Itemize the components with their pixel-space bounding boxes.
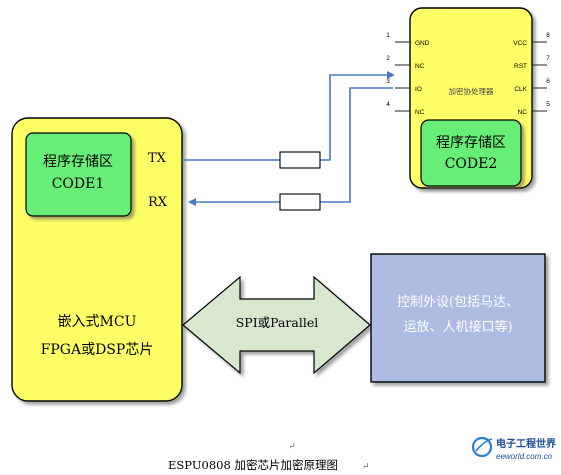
pin-5-number: 5 (546, 101, 550, 108)
pin-4-name: NC (415, 109, 425, 116)
pin-3-name: IO (415, 86, 422, 93)
watermark-brand: 电子工程世界 (496, 437, 556, 450)
pin-4-number: 4 (386, 101, 390, 108)
coprocessor-pins (395, 41, 547, 112)
pin-1-name: GND (415, 40, 430, 47)
coprocessor-code-area-line1: 程序存储区 (436, 135, 506, 151)
mcu-code-area-line1: 程序存储区 (43, 154, 113, 170)
coprocessor-chip: 1 2 3 4 GND NC IO NC 8 7 6 5 VCC RST CLK… (386, 7, 550, 189)
tx-wire (182, 71, 395, 161)
mcu-body-line1: 嵌入式MCU (58, 314, 137, 330)
mcu-chip: 程序存储区 CODE1 TX RX 嵌入式MCU FPGA或DSP芯片 (11, 117, 183, 402)
coprocessor-code-area-line2: CODE2 (445, 156, 498, 172)
rx-resistor (279, 193, 321, 211)
mcu-body-line2: FPGA或DSP芯片 (41, 342, 154, 358)
peripheral-line2: 运放、人机接口等) (403, 319, 512, 335)
coprocessor-title: 加密协处理器 (449, 86, 494, 96)
peripheral-box: 控制外设(包括马达、 运放、人机接口等) (370, 253, 546, 383)
interface-arrow-shape (182, 275, 371, 375)
rx-label: RX (148, 195, 168, 210)
pin-6-number: 6 (546, 78, 550, 85)
pin-2-name: NC (415, 63, 425, 70)
interface-arrow-label: SPI或Parallel (236, 315, 319, 330)
signal-wires (182, 71, 395, 206)
pin-8-number: 8 (546, 32, 550, 39)
peripheral-box-body (370, 253, 546, 383)
watermark: 电子工程世界 eeworld.com.cn (471, 436, 556, 461)
tx-resistor (279, 151, 321, 169)
rx-wire (188, 87, 393, 206)
peripheral-line1: 控制外设(包括马达、 (397, 295, 519, 310)
pin-1-number: 1 (386, 32, 390, 39)
pin-3-number: 3 (386, 78, 390, 85)
pin-8-name: VCC (513, 40, 527, 47)
watermark-url: eeworld.com.cn (496, 452, 553, 461)
coprocessor-code-area (420, 119, 522, 187)
mcu-code-area (25, 132, 132, 217)
caption-paragraph-mark: ↵ (362, 462, 370, 472)
figure-caption: ESPU0808 加密芯片加密原理图 (168, 458, 338, 472)
interface-double-arrow: SPI或Parallel (182, 275, 371, 375)
paragraph-mark: ↵ (288, 442, 296, 452)
pin-5-name: NC (518, 109, 528, 116)
pin-6-name: CLK (514, 86, 527, 93)
pin-7-name: RST (514, 63, 527, 70)
mcu-code-area-line2: CODE1 (52, 176, 105, 192)
tx-label: TX (148, 151, 167, 166)
pin-2-number: 2 (386, 55, 390, 62)
pin-7-number: 7 (546, 55, 550, 62)
watermark-logo-icon (471, 436, 493, 458)
